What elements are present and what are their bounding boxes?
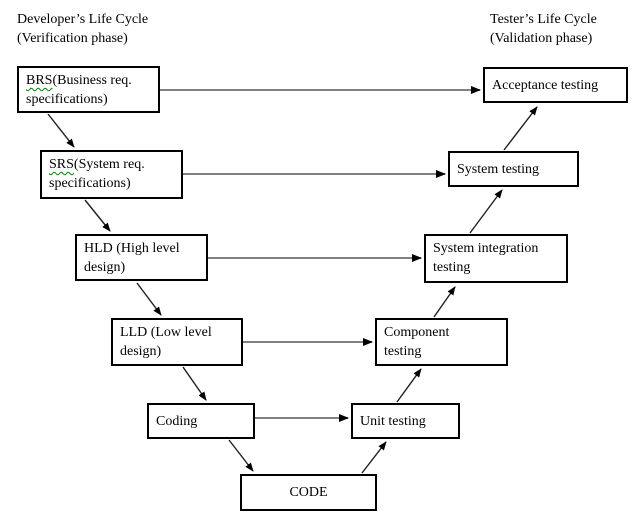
tester-header-line2: (Validation phase) [490, 31, 593, 46]
lld-line1: LLD (Low level [120, 325, 212, 340]
arrow-unit-component [396, 368, 422, 403]
box-unit-testing: Unit testing [351, 403, 460, 439]
component-testing-line1: Component [384, 325, 450, 340]
component-testing-line2: testing [384, 344, 422, 359]
srs-acronym: SRS [49, 157, 74, 172]
brs-acronym: BRS [26, 73, 53, 88]
arrow-hld-lld [136, 282, 162, 316]
developer-header-line1: Developer’s Life Cycle [17, 12, 149, 27]
arrow-system-acceptance [503, 106, 538, 151]
arrow-coding-code [228, 439, 254, 472]
system-integration-line1: System integration [433, 241, 539, 256]
arrow-brs-srs [47, 113, 75, 148]
box-brs: BRS(Business req. specifications) [17, 66, 160, 113]
box-srs: SRS(System req. specifications) [40, 150, 183, 199]
tester-header-line1: Tester’s Life Cycle [490, 12, 597, 27]
lld-line2: design) [120, 344, 162, 359]
srs-line1-rest: (System req. [73, 157, 145, 172]
coding-label: Coding [156, 414, 198, 429]
srs-line2: specifications) [49, 176, 131, 191]
box-component-testing: Component testing [375, 318, 508, 366]
developer-header-line2: (Verification phase) [17, 31, 128, 46]
hld-line2: design) [84, 260, 126, 275]
box-coding: Coding [147, 403, 255, 439]
brs-line1-rest: (Business req. [52, 73, 132, 88]
system-integration-line2: testing [433, 260, 471, 275]
arrow-lld-coding [182, 366, 207, 401]
system-testing-label: System testing [457, 162, 540, 177]
box-lld: LLD (Low level design) [111, 318, 243, 366]
brs-line2: specifications) [26, 92, 108, 107]
tester-lifecycle-header: Tester’s Life Cycle (Validation phase) [490, 10, 597, 48]
box-code: CODE [240, 474, 377, 511]
acceptance-testing-label: Acceptance testing [492, 78, 599, 93]
code-label: CODE [289, 485, 328, 500]
box-system-testing: System testing [448, 151, 579, 187]
unit-testing-label: Unit testing [360, 414, 426, 429]
hld-line1: HLD (High level [84, 241, 180, 256]
arrow-srs-hld [84, 199, 111, 232]
arrow-sysint-system [469, 189, 503, 234]
developer-lifecycle-header: Developer’s Life Cycle (Verification pha… [17, 10, 148, 48]
arrow-code-unit [361, 441, 387, 474]
box-acceptance-testing: Acceptance testing [483, 67, 628, 103]
box-system-integration-testing: System integration testing [424, 234, 568, 283]
arrow-component-sysint [433, 286, 456, 318]
box-hld: HLD (High level design) [75, 234, 208, 281]
